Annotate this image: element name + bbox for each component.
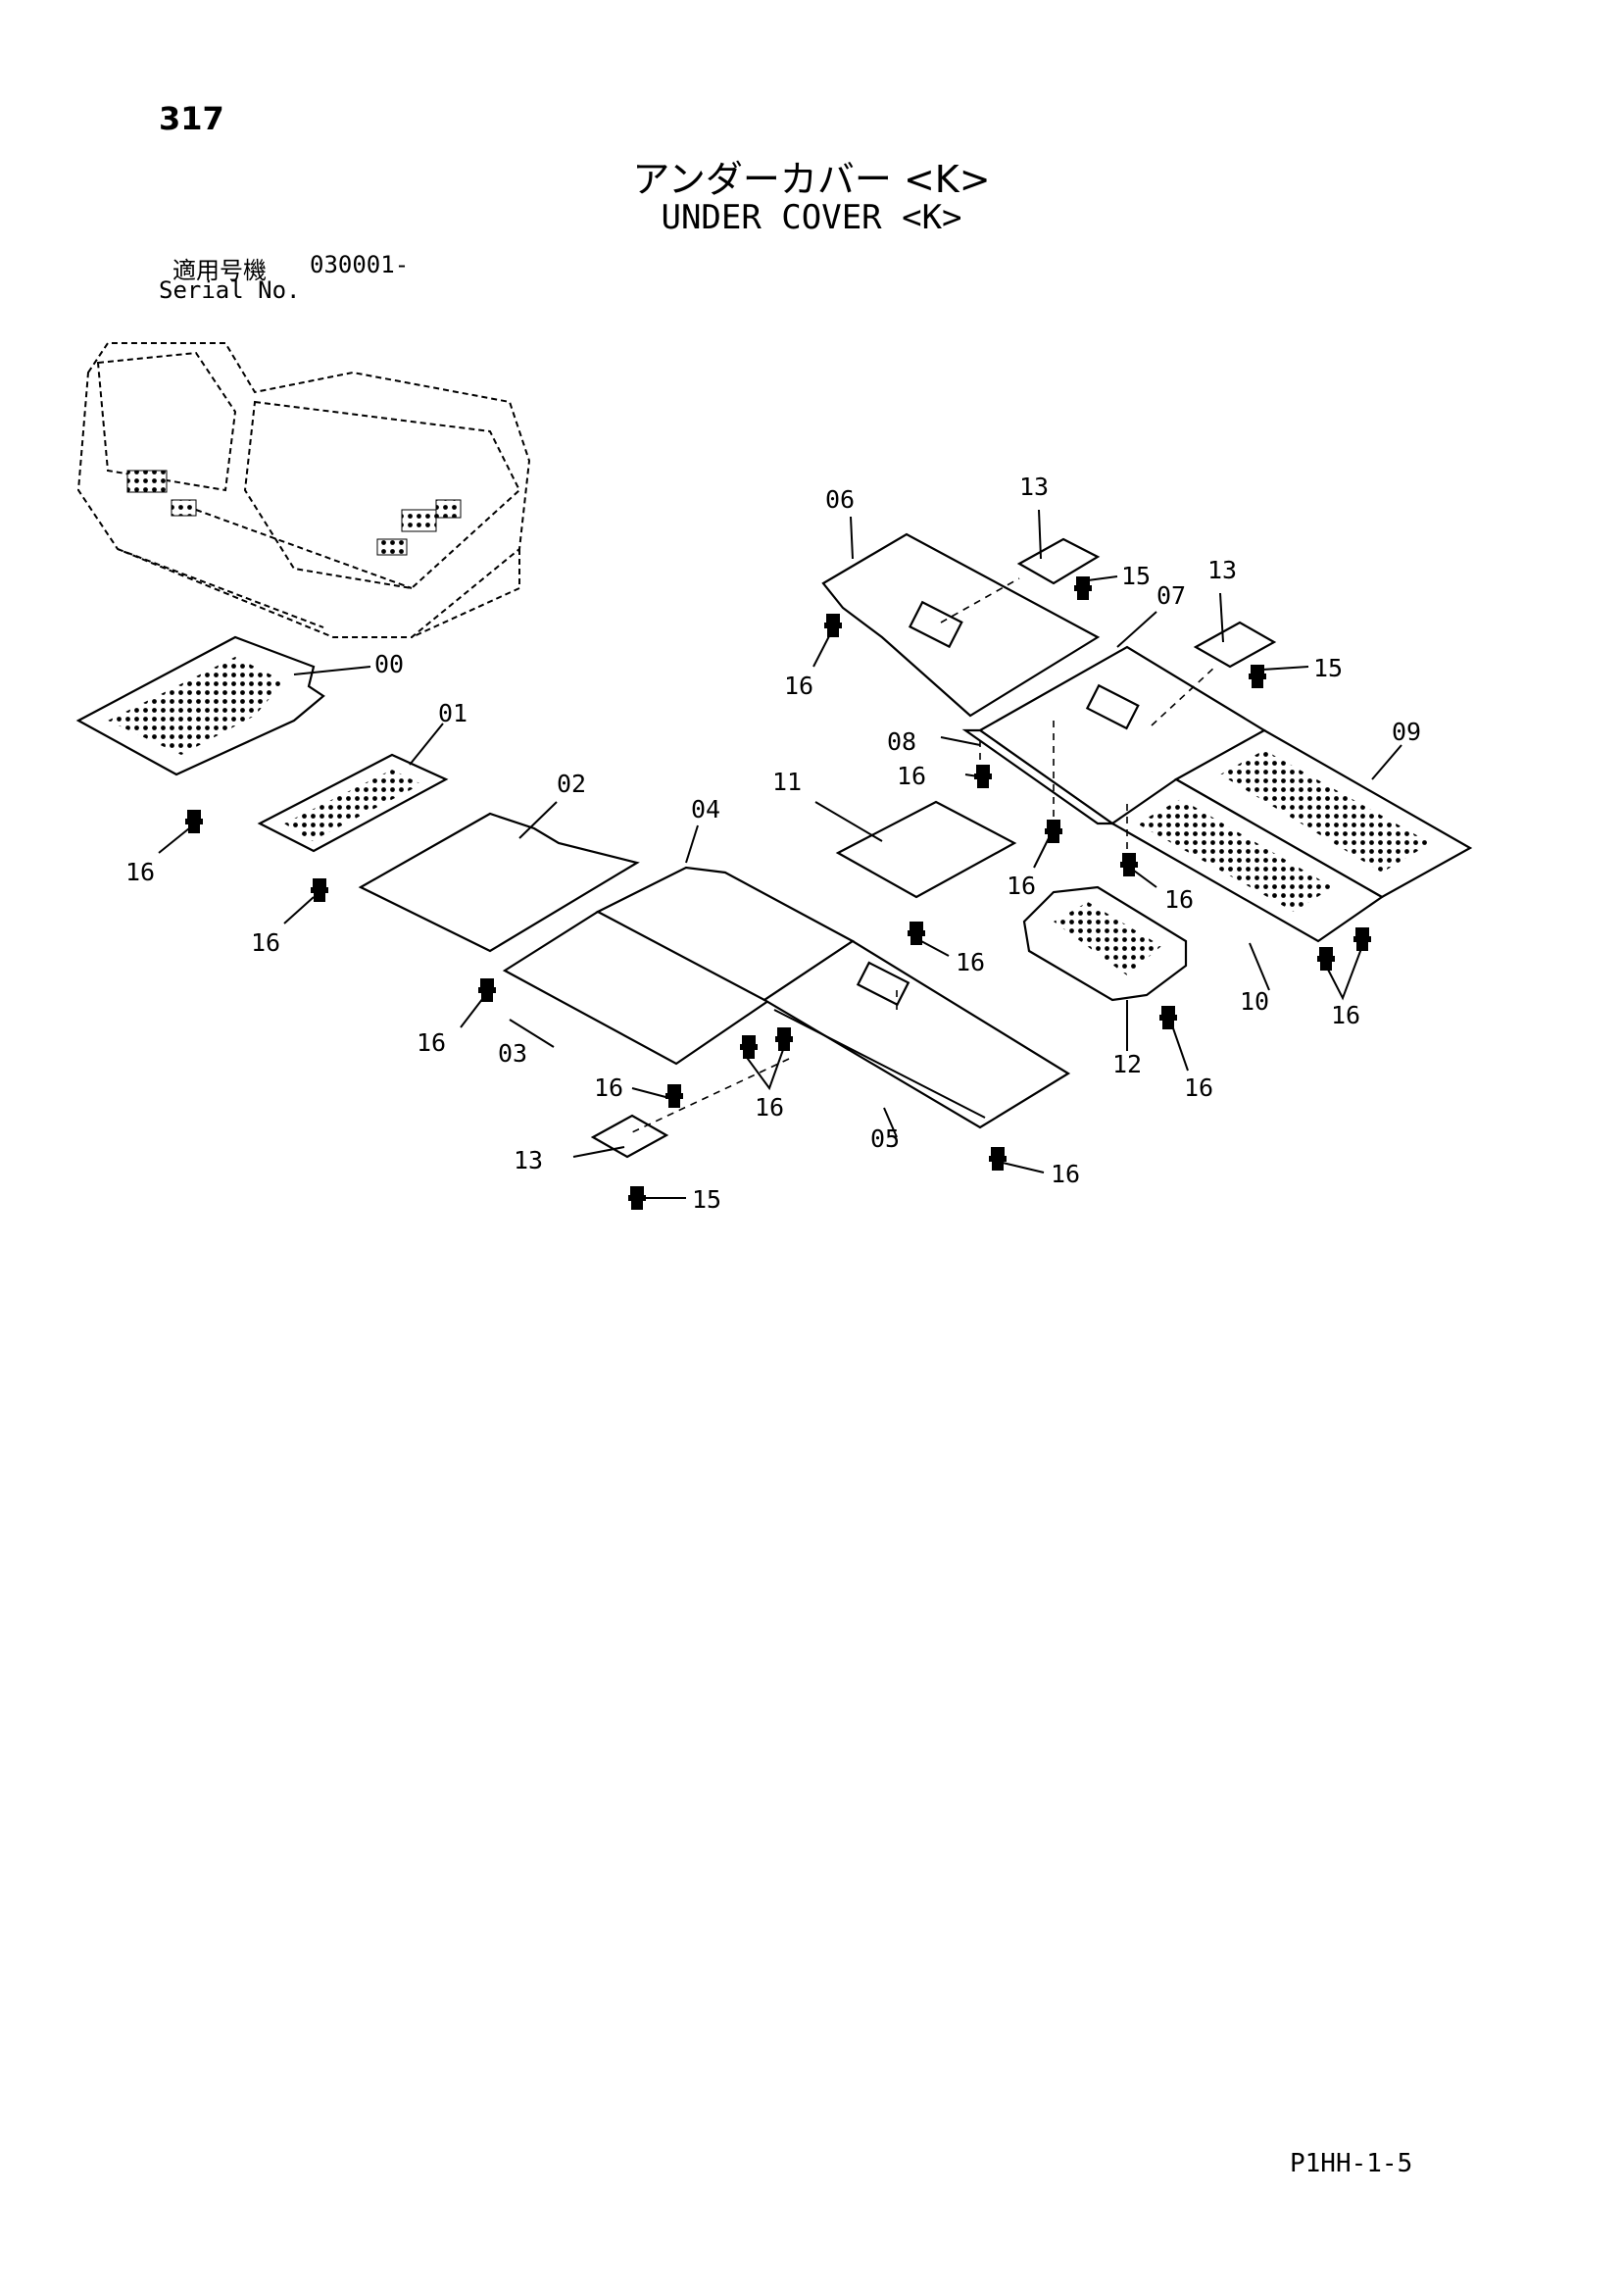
- part-13-bracket-right: [1193, 621, 1277, 669]
- callout-16-d: 16: [594, 1073, 623, 1102]
- serial-label-japanese: 適用号機: [172, 257, 267, 284]
- callout-15-lower: 15: [692, 1185, 721, 1214]
- serial-label-english: Serial No.: [159, 276, 301, 304]
- callout-16-j: 16: [1164, 885, 1194, 914]
- callout-16-g: 16: [784, 672, 813, 700]
- callout-15-upper: 15: [1121, 562, 1151, 590]
- callout-13-right: 13: [1207, 556, 1237, 584]
- part-12-cover-plate: [1022, 885, 1188, 1002]
- callout-16-a: 16: [125, 858, 155, 886]
- callout-08: 08: [887, 727, 916, 756]
- callout-13-lower: 13: [514, 1146, 543, 1174]
- part-02-cover-plate: [358, 812, 640, 953]
- callout-16-b: 16: [251, 928, 280, 957]
- assembly-lines: [631, 577, 1216, 1133]
- machine-overview-icon: [76, 342, 531, 638]
- callout-16-h: 16: [897, 762, 926, 790]
- part-11-cover-plate: [835, 800, 1017, 899]
- callout-07: 07: [1156, 581, 1186, 610]
- callout-12: 12: [1112, 1050, 1142, 1078]
- part-04-cover-plate: [595, 866, 856, 1002]
- callout-16-e: 16: [755, 1093, 784, 1122]
- callout-09: 09: [1392, 718, 1421, 746]
- callout-16-f: 16: [1051, 1160, 1080, 1188]
- callout-16-k: 16: [956, 948, 985, 976]
- callout-10: 10: [1240, 987, 1269, 1016]
- title-japanese: アンダーカバー <K>: [632, 158, 991, 201]
- drawing-code: P1HH-1-5: [1290, 2149, 1413, 2178]
- part-05-cover-plate: [762, 939, 1071, 1129]
- part-06-cover-plate: [821, 532, 1101, 718]
- part-10-cover-plate: [1109, 777, 1385, 943]
- callout-16-i: 16: [1007, 872, 1036, 900]
- callout-00: 00: [374, 650, 404, 678]
- callout-labels: 00 01 02 04 03 05 06 07 08 09 10 11 12 1…: [125, 473, 1421, 1214]
- serial-number: 030001-: [310, 251, 410, 278]
- part-01-cover-plate: [257, 753, 449, 853]
- callout-03: 03: [498, 1039, 527, 1068]
- callout-16-c: 16: [417, 1028, 446, 1057]
- leader-lines: [158, 509, 1402, 1199]
- page-number: 317: [159, 100, 224, 137]
- callout-11: 11: [772, 768, 802, 796]
- callout-15-right: 15: [1313, 654, 1343, 682]
- callout-02: 02: [557, 770, 586, 798]
- callout-04: 04: [691, 795, 720, 824]
- title-english: UNDER COVER <K>: [661, 198, 962, 237]
- callout-13-upper: 13: [1019, 473, 1049, 501]
- part-13-bracket-upper: [1016, 537, 1101, 585]
- callout-16-l: 16: [1184, 1073, 1213, 1102]
- callout-16-m: 16: [1331, 1001, 1360, 1029]
- callout-01: 01: [438, 699, 467, 727]
- part-13-bracket-lower: [590, 1114, 669, 1159]
- part-00-cover-plate: [75, 635, 325, 776]
- callout-06: 06: [825, 485, 855, 514]
- callout-05: 05: [870, 1124, 900, 1153]
